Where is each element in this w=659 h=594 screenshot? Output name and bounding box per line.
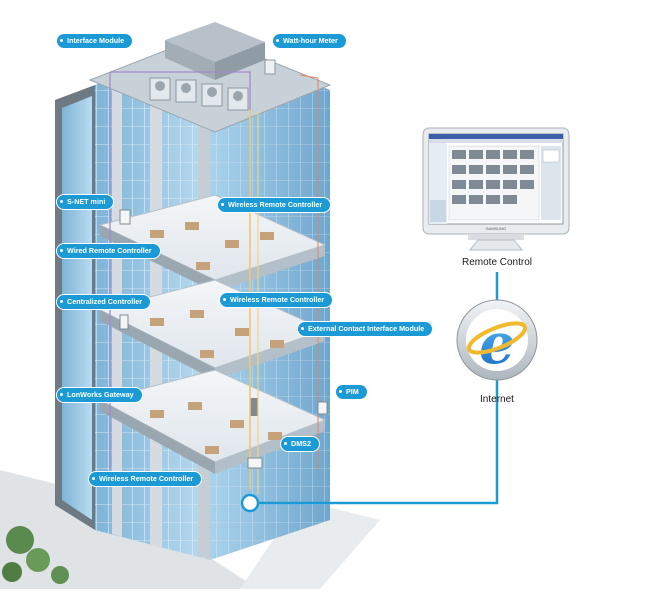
callout-pim: PIM — [336, 385, 367, 399]
callout-centralized-controller: Centralized Controller — [57, 295, 151, 309]
callout-label: External Contact Interface Module — [308, 324, 425, 333]
callout-wired-remote-controller: Wired Remote Controller — [57, 244, 160, 258]
callout-label: Wireless Remote Controller — [99, 474, 194, 483]
callout-label: S-NET mini — [67, 197, 106, 206]
callout-watt-hour-meter: Watt-hour Meter — [273, 34, 346, 48]
floor-1 — [98, 194, 327, 292]
callout-wireless-remote-controller-1: Wireless Remote Controller — [218, 198, 331, 212]
callout-label: LonWorks Gateway — [67, 390, 134, 399]
callout-lonworks-gateway: LonWorks Gateway — [57, 388, 142, 402]
callout-snet-mini: S-NET mini — [57, 195, 114, 209]
remote-control-monitor: SAMSUNG — [422, 127, 570, 251]
callout-external-contact-interface-module: External Contact Interface Module — [298, 322, 433, 336]
callout-dms2: DMS2 — [281, 437, 319, 451]
internet-explorer-icon: e — [456, 299, 538, 381]
floor-2 — [98, 279, 327, 380]
monitor-unit-grid — [452, 150, 534, 204]
callout-label: Wired Remote Controller — [67, 246, 152, 255]
rooftop-units — [149, 59, 276, 111]
callout-label: Wireless Remote Controller — [228, 200, 323, 209]
callout-label: Wireless Remote Controller — [230, 295, 325, 304]
network-connection-node — [240, 493, 260, 513]
internet-label: Internet — [480, 394, 514, 405]
callout-label: PIM — [346, 387, 359, 396]
callout-label: Interface Module — [67, 36, 125, 45]
callout-label: Watt-hour Meter — [283, 36, 338, 45]
callout-interface-module: Interface Module — [57, 34, 133, 48]
callout-label: DMS2 — [291, 439, 311, 448]
callout-wireless-remote-controller-3: Wireless Remote Controller — [89, 472, 202, 486]
network-line — [240, 272, 499, 513]
callout-wireless-remote-controller-2: Wireless Remote Controller — [220, 293, 333, 307]
remote-control-label: Remote Control — [461, 257, 533, 268]
monitor-brand: SAMSUNG — [486, 226, 506, 231]
floor-3 — [98, 369, 327, 474]
callout-label: Centralized Controller — [67, 297, 143, 306]
